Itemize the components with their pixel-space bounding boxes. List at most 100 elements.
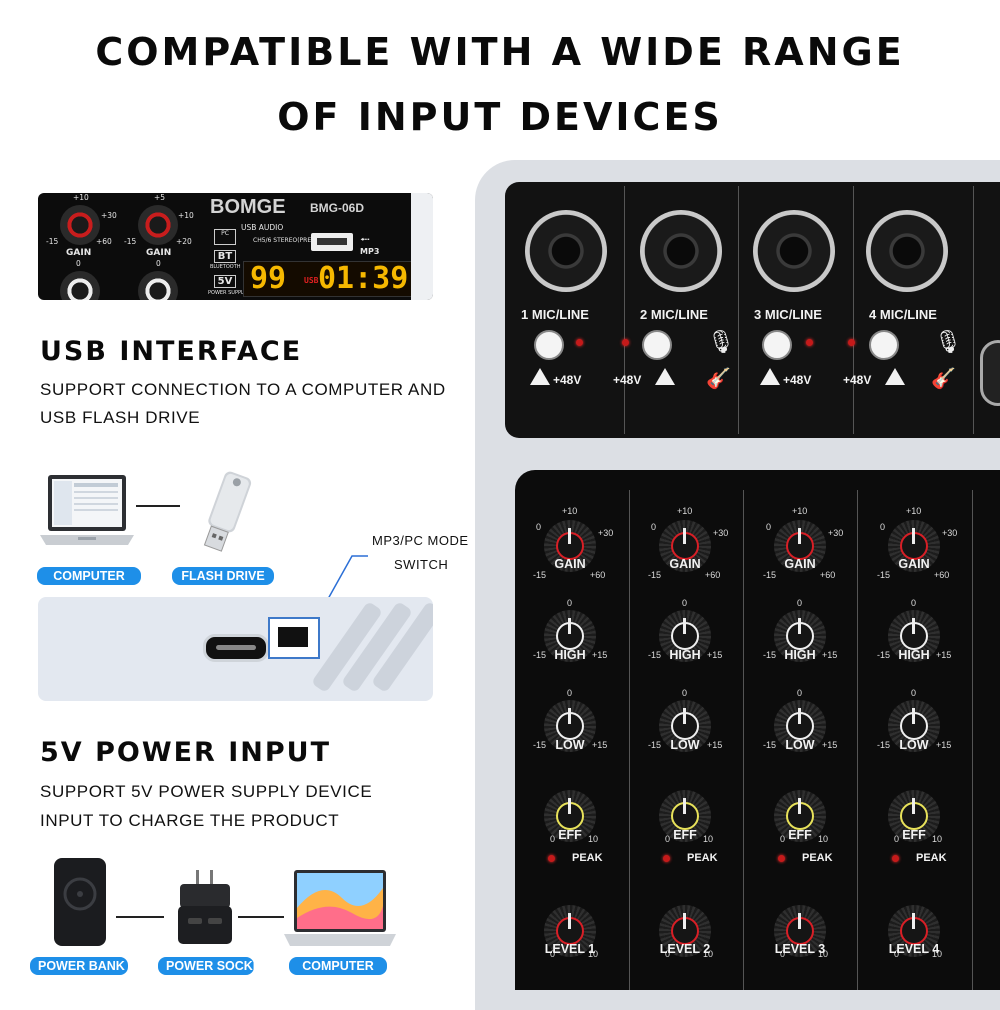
connector-line [136,505,180,507]
computer-pill: COMPUTER [37,567,141,585]
low-knob-ch2[interactable] [659,700,711,752]
gain-knob-ch4[interactable] [888,520,940,572]
scale-label: 0 [780,949,786,959]
high-label: HIGH [669,648,701,662]
scale-label: -15 [763,650,777,660]
channel-name: MIC/LINE [531,307,589,322]
bluetooth-label: BLUETOOTH [210,264,241,270]
low-knob-ch4[interactable] [888,700,940,752]
switch-callout-line-2: SWITCH [394,557,449,572]
xlr-combo-jack-3[interactable] [753,210,835,292]
low-label: LOW [899,738,929,752]
peak-led [892,855,899,862]
eff-knob-ch3[interactable] [774,790,826,842]
scale-label: 0 [651,522,657,532]
xlr-combo-jack-1[interactable] [525,210,607,292]
usb-panel-photo: +10 +5 +30 +10 -15 -15 +60 +20 GAIN GAIN… [38,193,433,300]
low-knob-ch3[interactable] [774,700,826,752]
warning-icon [885,368,905,385]
gain-label: GAIN [554,557,586,571]
phantom-led-1 [576,339,583,346]
eff-label: EFF [558,828,582,842]
scale-label: -15 [648,570,662,580]
scale-label: -15 [124,237,137,246]
phantom-led-3 [806,339,813,346]
scale-label: +30 [598,528,614,538]
lcd-usb-label: USB [304,276,319,285]
peak-label: PEAK [687,852,718,864]
warning-icon [760,368,780,385]
channel-number: 3 [754,307,762,322]
low-knob-ch1[interactable] [544,700,596,752]
phantom-button-1[interactable] [534,330,564,360]
lcd-track-number: 99 [250,261,287,296]
scale-label: 10 [703,834,714,844]
scale-label: +60 [590,570,606,580]
usb-icon: ⭪ [360,233,370,248]
usb-interface-line-2: USB FLASH DRIVE [40,408,201,427]
scale-label: +30 [713,528,729,538]
laptop-icon [38,473,136,551]
xlr-combo-jack-2[interactable] [640,210,722,292]
ch-stereo-label: CH5/6 STEREO(PRE) [253,237,314,244]
level-knob-ch4[interactable] [888,905,940,957]
brand-logo: BOMGE [210,196,286,218]
channel-4-label: 4 MIC/LINE [869,307,937,322]
high-knob-1 [60,271,100,300]
five-v-label: 5V [214,275,236,288]
xlr-combo-jack-4[interactable] [866,210,948,292]
power-bank-icon [52,856,108,948]
phantom-label-2: +48V [613,373,642,387]
level-label: LEVEL 2 [659,942,711,956]
eff-knob-ch2[interactable] [659,790,711,842]
peak-label: PEAK [916,852,947,864]
scale-label: 10 [703,949,714,959]
scale-label: +10 [906,506,922,516]
level-knob-ch2[interactable] [659,905,711,957]
peak-led [778,855,785,862]
scale-label: 10 [818,834,829,844]
scale-label: 0 [880,522,886,532]
high-knob-ch2[interactable] [659,610,711,662]
phantom-label-1: +48V [553,373,582,387]
scale-label: 0 [911,688,917,698]
scale-label: -15 [648,740,662,750]
scale-label: 10 [818,949,829,959]
gain-knob-ch3[interactable] [774,520,826,572]
line-input-jack[interactable] [980,340,1000,406]
microphone-icon: 🎙 [707,330,735,355]
mp3-label: MP3 [360,247,380,256]
scale-label: +30 [828,528,844,538]
scale-label: 0 [780,834,786,844]
scale-label: +30 [101,211,117,220]
scale-label: 0 [76,259,81,268]
phantom-button-2[interactable] [642,330,672,360]
phantom-button-4[interactable] [869,330,899,360]
scale-label: +15 [936,740,952,750]
gain-knob-ch1[interactable] [544,520,596,572]
scale-label: 0 [682,598,688,608]
channel-1-label: 1 MIC/LINE [521,307,589,322]
gain-knob-ch2[interactable] [659,520,711,572]
scale-label: +15 [592,650,608,660]
high-label: HIGH [554,648,586,662]
level-knob-ch1[interactable] [544,905,596,957]
high-label: HIGH [784,648,816,662]
high-knob-ch1[interactable] [544,610,596,662]
scale-label: 0 [766,522,772,532]
low-label: LOW [785,738,815,752]
scale-label: +60 [705,570,721,580]
power-socket-pill: POWER SOCKET [158,957,269,975]
flash-drive-icon [190,470,260,555]
level-knob-ch3[interactable] [774,905,826,957]
warning-icon [530,368,550,385]
scale-label: -15 [877,740,891,750]
high-knob-ch3[interactable] [774,610,826,662]
high-knob-ch4[interactable] [888,610,940,662]
scale-label: 0 [797,598,803,608]
power-input-line-1: SUPPORT 5V POWER SUPPLY DEVICE [40,782,373,801]
phantom-button-3[interactable] [762,330,792,360]
scale-label: 0 [567,688,573,698]
eff-knob-ch1[interactable] [544,790,596,842]
eff-knob-ch4[interactable] [888,790,940,842]
